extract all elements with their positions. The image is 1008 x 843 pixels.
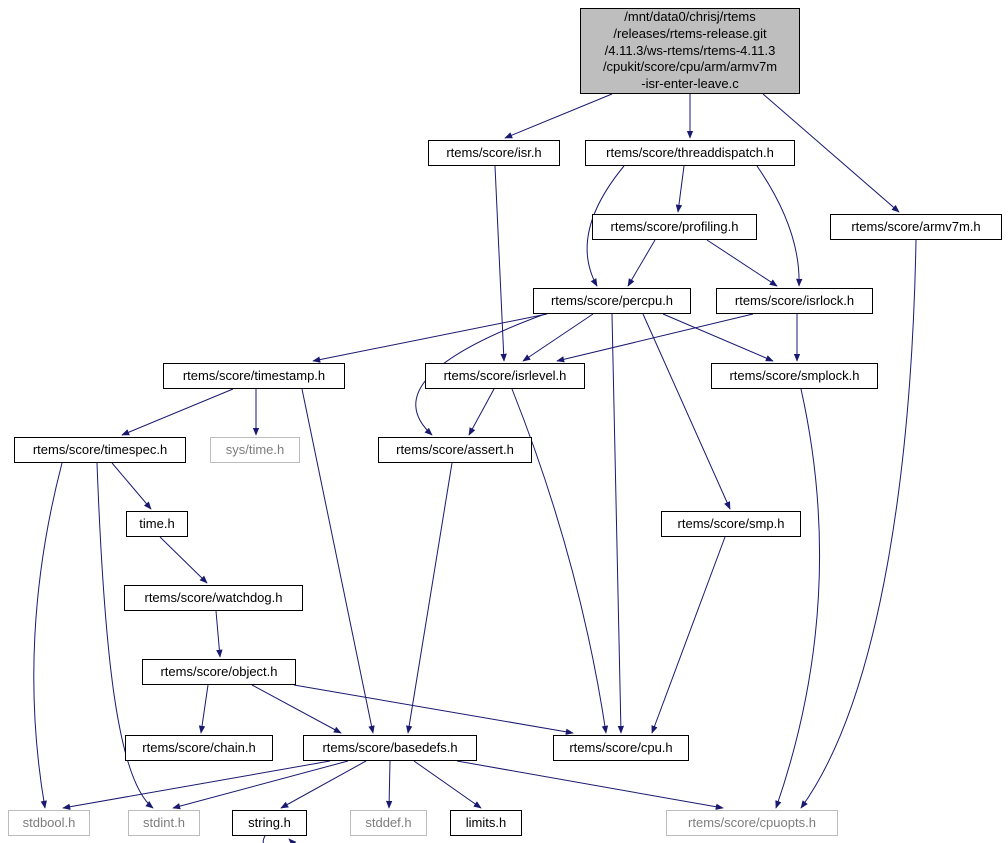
edge-threaddispatch-to-percpu [586,165,625,287]
node-label: rtems/score/watchdog.h [144,589,283,605]
node-label: stdint.h [143,814,185,830]
node-label: /cpukit/score/cpu/arm/armv7m [602,59,778,75]
node-smp[interactable]: rtems/score/smp.h [661,511,801,537]
node-cpu[interactable]: rtems/score/cpu.h [553,735,689,761]
node-label: sys/time.h [225,441,285,457]
edge-smplock-to-cpuopts [775,388,821,809]
node-label: rtems/score/profiling.h [610,218,739,234]
node-label: rtems/score/isrlock.h [734,292,855,308]
edge-timestamp-to-timespec [121,388,234,436]
edge-basedefs-to-limits [413,760,482,809]
node-label: rtems/score/cpu.h [569,739,673,755]
node-label: /releases/rtems-release.git [613,26,767,42]
node-stdint: stdint.h [128,810,200,836]
edge-isr-to-isrlevel [494,165,507,362]
node-label: -isr-enter-leave.c [641,75,739,91]
node-label: rtems/score/basedefs.h [322,739,458,755]
node-label: rtems/score/smp.h [677,515,785,531]
node-stdbool: stdbool.h [8,810,90,836]
node-chain[interactable]: rtems/score/chain.h [125,735,273,761]
edge-isrlock-to-isrlevel [556,313,754,363]
node-label: rtems/score/object.h [160,663,278,679]
node-isr[interactable]: rtems/score/isr.h [428,140,560,166]
edge-percpu-to-smp [642,313,731,510]
node-timespec[interactable]: rtems/score/timespec.h [14,437,186,463]
node-profiling[interactable]: rtems/score/profiling.h [592,214,757,240]
edge-isrlevel-to-cpu [511,388,609,734]
node-armv7m[interactable]: rtems/score/armv7m.h [830,214,1002,240]
edge-profiling-to-isrlock [706,239,778,287]
edge-watchdog-to-object [215,610,223,658]
edge-string-to-string-self-loop [262,835,297,843]
node-label: rtems/score/timespec.h [32,441,168,457]
node-label: rtems/score/chain.h [142,739,256,755]
node-isrlock[interactable]: rtems/score/isrlock.h [716,288,873,314]
edge-basedefs-to-stdint [172,760,349,810]
node-label: limits.h [465,814,507,830]
edge-basedefs-to-cpuopts [456,760,724,810]
node-label: time.h [139,515,175,531]
node-time[interactable]: time.h [126,511,188,537]
node-assert[interactable]: rtems/score/assert.h [378,437,532,463]
node-label: stdbool.h [22,814,76,830]
node-basedefs[interactable]: rtems/score/basedefs.h [303,735,477,761]
edge-basedefs-to-stdbool [62,760,331,810]
edge-time-to-watchdog [159,536,208,584]
node-label: rtems/score/percpu.h [550,292,674,308]
graph-edges [33,93,917,843]
edge-percpu-to-smplock [662,313,774,362]
edge-object-to-basedefs [251,684,342,734]
node-label: /mnt/data0/chrisj/rtems [624,9,756,25]
node-label: rtems/score/isr.h [446,144,542,160]
edge-timespec-to-stdint [96,462,154,809]
edge-profiling-to-percpu [627,239,656,287]
edge-timespec-to-time [111,462,152,510]
node-label: rtems/score/isrlevel.h [443,367,567,383]
node-systime: sys/time.h [210,437,300,463]
edge-timestamp-to-basedefs [301,388,375,734]
node-limits[interactable]: limits.h [450,810,522,836]
node-watchdog[interactable]: rtems/score/watchdog.h [124,585,303,611]
edge-percpu-to-timestamp [312,313,548,363]
node-stddef: stddef.h [350,810,427,836]
node-label: rtems/score/assert.h [396,441,514,457]
node-smplock[interactable]: rtems/score/smplock.h [711,363,878,389]
node-label: rtems/score/timestamp.h [182,367,326,383]
edge-basedefs-to-stddef [385,760,393,809]
edge-threaddispatch-to-isrlock [756,165,803,287]
edge-object-to-cpu [293,684,574,735]
node-isrlevel[interactable]: rtems/score/isrlevel.h [425,363,585,389]
edge-assert-to-basedefs [405,462,453,734]
node-label: /4.11.3/ws-rtems/rtems-4.11.3 [604,42,776,58]
edge-timespec-to-stdbool [33,462,63,809]
edge-percpu-to-cpu [611,313,625,734]
node-label: stddef.h [365,814,412,830]
edge-cfile-to-isr [504,93,613,139]
node-label: rtems/score/smplock.h [729,367,860,383]
edge-isrlevel-to-assert [468,388,495,436]
edge-smp-to-cpu [651,536,726,734]
edge-threaddispatch-to-profiling [675,165,685,213]
edge-cfile-to-armv7m [762,93,900,213]
node-threaddispatch[interactable]: rtems/score/threaddispatch.h [585,140,795,166]
node-string[interactable]: string.h [232,810,307,836]
node-percpu[interactable]: rtems/score/percpu.h [533,288,691,314]
node-label: rtems/score/threaddispatch.h [606,144,774,160]
edge-object-to-chain [198,684,209,734]
node-timestamp[interactable]: rtems/score/timestamp.h [163,363,345,389]
edge-basedefs-to-string [280,760,367,809]
node-cpuopts: rtems/score/cpuopts.h [666,810,838,836]
edge-armv7m-to-cpuopts [800,239,917,809]
node-object[interactable]: rtems/score/object.h [142,659,296,685]
node-label: rtems/score/cpuopts.h [688,814,816,830]
edge-percpu-to-isrlevel [522,313,594,362]
node-label: rtems/score/armv7m.h [851,218,981,234]
node-label: string.h [248,814,291,830]
node-cfile: /mnt/data0/chrisj/rtems/releases/rtems-r… [580,8,800,94]
